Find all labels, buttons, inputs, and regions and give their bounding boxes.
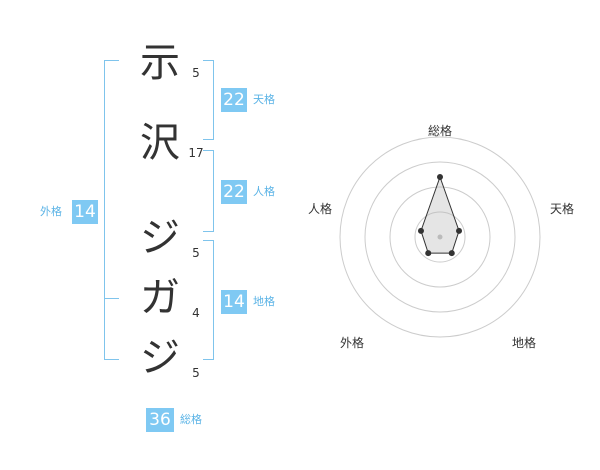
chikaku-value: 14 <box>221 290 247 314</box>
gaikaku-bracket-inner-divider <box>104 298 119 299</box>
jinkaku-bracket <box>203 150 214 232</box>
radar-axis-label-chikaku: 地格 <box>511 336 536 350</box>
tenkaku-bracket <box>203 60 214 140</box>
name-char-2: 沢 <box>140 120 180 166</box>
radar-data-point-5 <box>417 227 424 234</box>
tenkaku-value: 22 <box>221 88 247 112</box>
radar-axis-label-jinkaku: 人格 <box>307 202 332 216</box>
stroke-count-4: 4 <box>192 306 200 320</box>
radar-grid-ring-1 <box>414 211 466 263</box>
name-char-5: ジ <box>140 335 180 381</box>
radar-chart <box>339 136 541 338</box>
jinkaku-value: 22 <box>221 180 247 204</box>
radar-grid-ring-2 <box>389 186 491 288</box>
tenkaku-label: 天格 <box>253 93 275 106</box>
radar-grid-ring-3 <box>364 161 516 313</box>
gaikaku-value: 14 <box>72 200 98 224</box>
radar-center-dot <box>437 234 443 240</box>
stroke-count-5: 5 <box>192 366 200 380</box>
soukaku-value: 36 <box>146 408 174 432</box>
radar-grid-ring-4 <box>339 136 541 338</box>
radar-data-point-4 <box>425 250 432 257</box>
gaikaku-bracket <box>104 60 119 360</box>
radar-data-point-2 <box>456 227 463 234</box>
stroke-count-2: 17 <box>188 146 204 160</box>
name-char-4: ガ <box>140 275 180 321</box>
chikaku-label: 地格 <box>253 295 275 308</box>
radar-data-point-3 <box>448 250 455 257</box>
soukaku-label: 総格 <box>180 413 202 426</box>
radar-axis-label-gaikaku: 外格 <box>339 336 364 350</box>
radar-axis-label-tenkaku: 天格 <box>549 202 574 216</box>
name-char-3: ジ <box>140 215 180 261</box>
chikaku-bracket <box>203 240 214 360</box>
jinkaku-label: 人格 <box>253 185 275 198</box>
stroke-count-3: 5 <box>192 246 200 260</box>
stroke-count-1: 5 <box>192 66 200 80</box>
radar-data-polygon <box>420 175 460 254</box>
radar-axis-label-soukaku: 総格 <box>427 124 452 138</box>
radar-data-point-1 <box>437 174 443 180</box>
gaikaku-label: 外格 <box>40 205 62 218</box>
name-char-1: 示 <box>140 40 180 86</box>
